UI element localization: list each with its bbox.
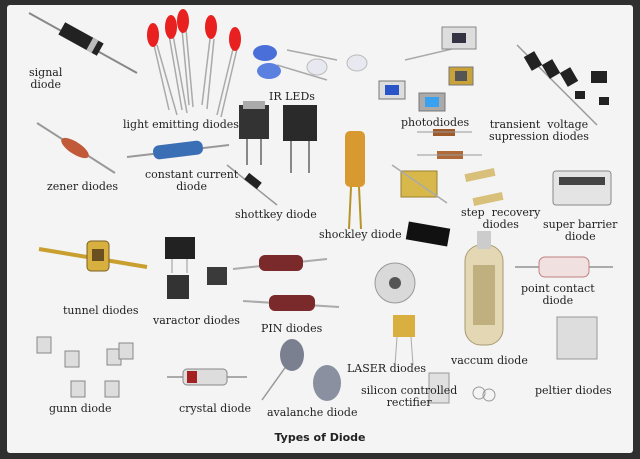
label-point-contact-diode: point contact diode xyxy=(521,282,595,307)
ir-led-image xyxy=(253,45,368,81)
tvs-diode-image xyxy=(516,44,609,126)
label-peltier-diodes: peltier diodes xyxy=(535,384,612,397)
gunn-diode-image xyxy=(36,336,134,398)
label-signal-diode: signal diode xyxy=(29,66,63,91)
label-scr: silicon controlled rectifier xyxy=(361,384,458,409)
label-ir-leds: IR LEDs xyxy=(269,90,315,103)
label-photodiodes: photodiodes xyxy=(401,116,470,129)
zener-diode-image xyxy=(36,122,116,174)
label-tunnel-diodes: tunnel diodes xyxy=(63,304,139,317)
constant-current-diode-image xyxy=(126,140,230,160)
peltier-diode-image xyxy=(556,316,598,360)
laser-diode-image xyxy=(374,262,416,366)
vacuum-diode-image xyxy=(464,231,504,346)
super-barrier-diode-image xyxy=(552,170,612,206)
pin-diode-image xyxy=(232,255,340,311)
crystal-diode-image xyxy=(167,368,247,386)
label-constant-current-diode: constant current diode xyxy=(145,168,239,193)
label-shockley-diode: shockley diode xyxy=(319,228,402,241)
avalanche-diode-image xyxy=(261,339,341,401)
varactor-diode-image xyxy=(165,237,227,299)
label-super-barrier-diode: super barrier diode xyxy=(543,218,618,243)
step-recovery-diode-image xyxy=(391,164,504,247)
label-laser-diodes: LASER diodes xyxy=(347,362,426,375)
tunnel-diode-image xyxy=(38,240,148,272)
photodiode-image xyxy=(378,26,482,159)
scr-image xyxy=(428,372,496,404)
caption: Types of Diode xyxy=(274,431,366,444)
label-schottky-diode: shottkey diode xyxy=(235,208,317,221)
label-avalanche-diode: avalanche diode xyxy=(267,406,358,419)
label-zener-diodes: zener diodes xyxy=(47,180,119,193)
label-pin-diodes: PIN diodes xyxy=(261,322,323,335)
signal-diode-image xyxy=(28,12,138,74)
label-varactor-diodes: varactor diodes xyxy=(153,314,240,327)
label-gunn-diode: gunn diode xyxy=(49,402,112,415)
point-contact-diode-image xyxy=(515,256,613,278)
diode-collage: signal diode light emitting diodes IR LE… xyxy=(7,5,633,453)
label-step-recovery-diodes: step recovery diodes xyxy=(461,206,541,231)
schottky-diode-image xyxy=(226,101,317,206)
led-image xyxy=(147,9,241,118)
label-crystal-diode: crystal diode xyxy=(179,402,252,415)
label-tvs-diodes: transient voltage supression diodes xyxy=(489,118,589,143)
diode-illustrations xyxy=(28,9,613,404)
shockley-diode-image xyxy=(345,131,365,230)
label-light-emitting-diodes: light emitting diodes xyxy=(123,118,239,131)
label-vacuum-diode: vaccum diode xyxy=(451,354,528,367)
